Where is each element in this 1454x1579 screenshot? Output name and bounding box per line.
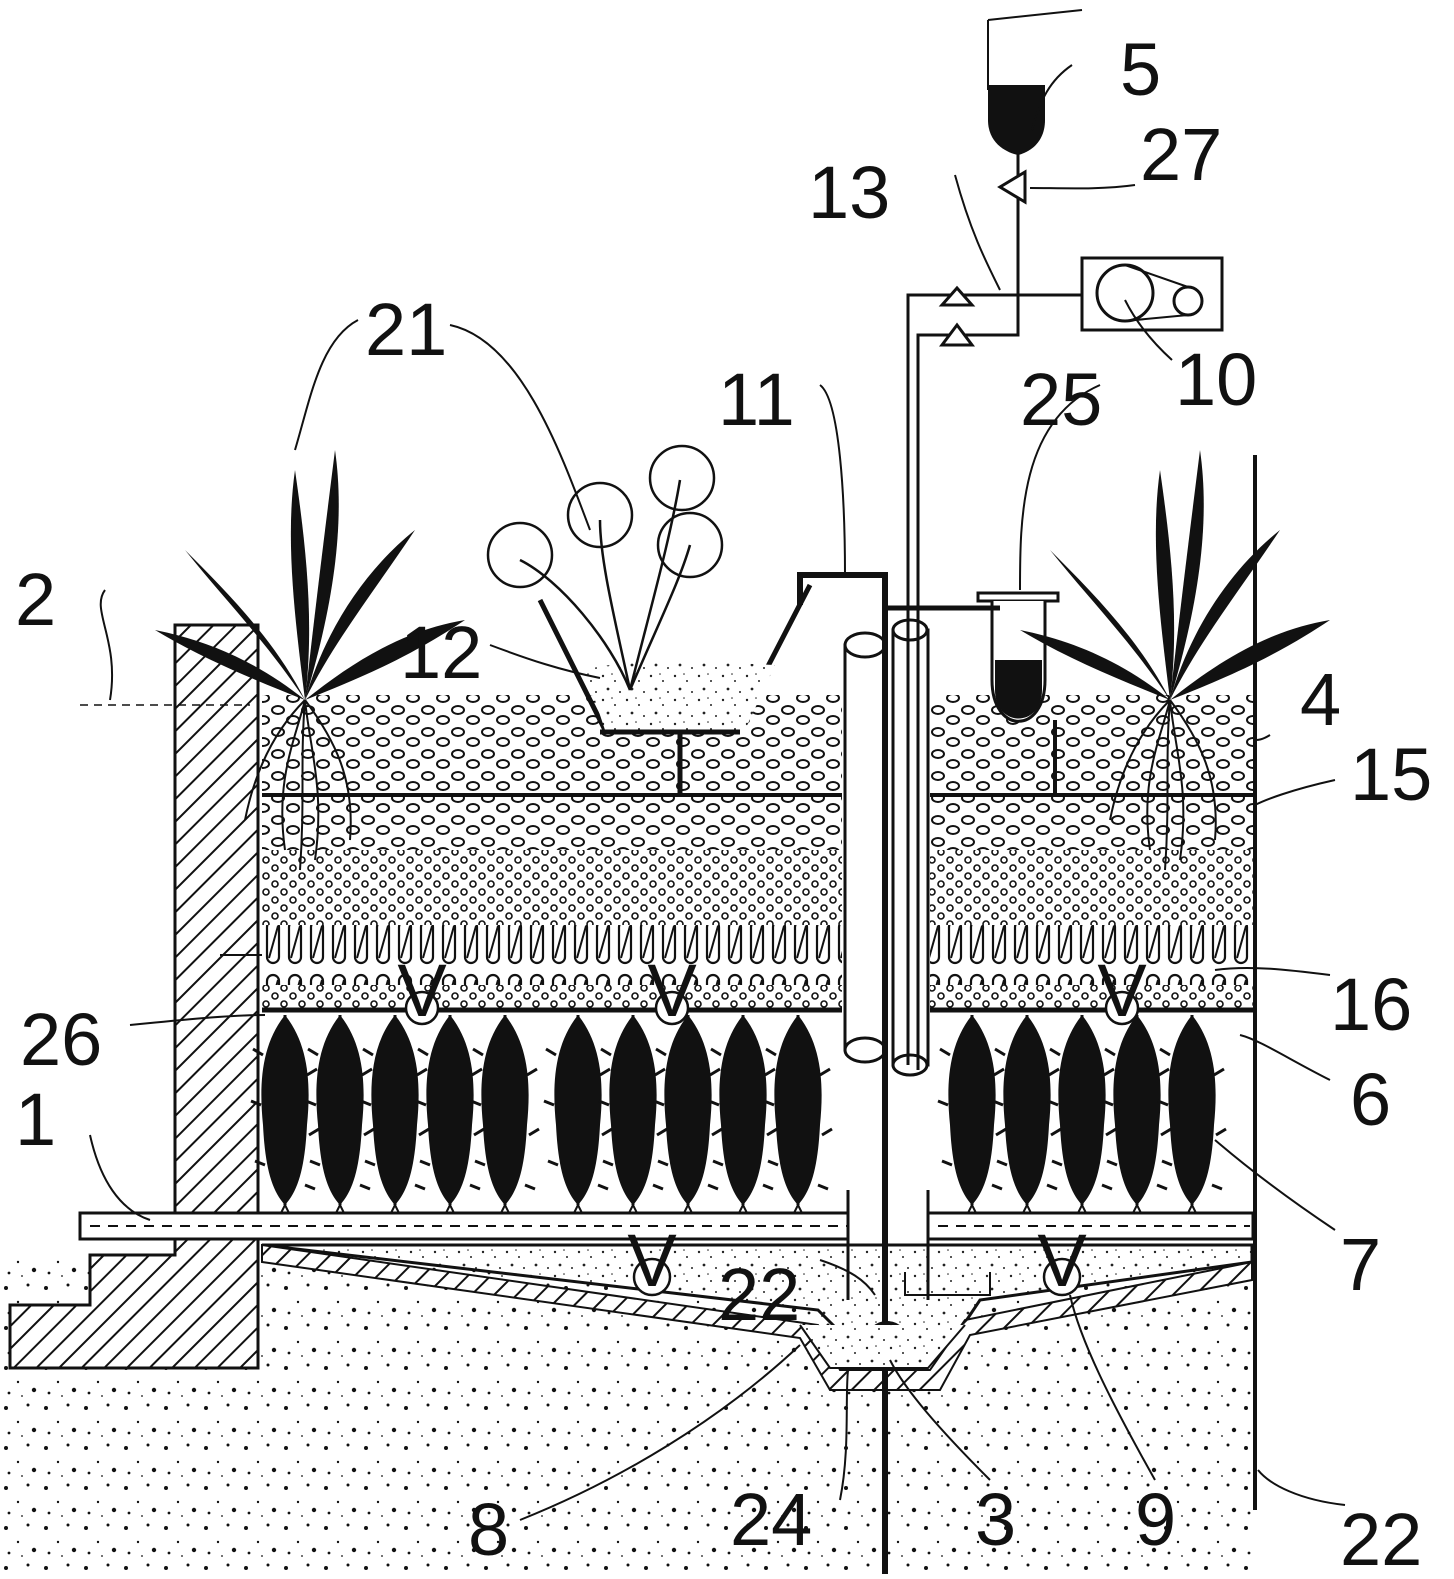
label-27: 27 (1140, 113, 1222, 196)
valves: V V V V V (397, 949, 1147, 1302)
label-6: 6 (1350, 1058, 1391, 1141)
air-tubing (906, 150, 1085, 1070)
riser-pipe (797, 572, 888, 1579)
labels: 1 2 3 4 5 6 7 8 9 10 11 12 13 15 16 21 2… (15, 28, 1432, 1579)
sludge-pit (799, 1324, 966, 1369)
svg-text:V: V (1097, 949, 1147, 1032)
label-22-right: 22 (1340, 1498, 1422, 1574)
label-24: 24 (730, 1478, 812, 1561)
label-3: 3 (975, 1478, 1016, 1561)
label-16: 16 (1330, 963, 1412, 1046)
label-2: 2 (15, 558, 56, 641)
label-4: 4 (1300, 658, 1341, 741)
leader-lines (89, 64, 1346, 1521)
impermeable-liner (261, 1243, 1253, 1391)
valve-lower-right: V (1037, 1219, 1087, 1302)
label-11: 11 (718, 358, 795, 441)
label-22-center: 22 (718, 1253, 800, 1336)
label-13: 13 (808, 151, 890, 234)
label-8: 8 (468, 1488, 509, 1571)
svg-text:V: V (1037, 1219, 1087, 1302)
label-7: 7 (1340, 1223, 1381, 1306)
support-layer-left (262, 985, 842, 1010)
submerged-plants (249, 1013, 1228, 1219)
svg-text:V: V (647, 949, 697, 1032)
label-10: 10 (1175, 338, 1257, 421)
air-blower (1080, 256, 1224, 332)
feed-funnel (987, 9, 1083, 205)
dosing-bottle (885, 591, 1060, 795)
valve-lower-left: V (627, 1219, 677, 1302)
valve-upper-3: V (1097, 949, 1147, 1032)
svg-text:V: V (397, 949, 447, 1032)
retaining-wall (8, 623, 260, 1370)
label-5: 5 (1120, 28, 1161, 111)
label-15: 15 (1350, 733, 1432, 816)
label-9: 9 (1135, 1478, 1176, 1561)
svg-text:V: V (627, 1219, 677, 1302)
valve-upper-1: V (397, 949, 447, 1032)
filler-media-left (262, 925, 842, 985)
emergent-plants (155, 444, 1330, 871)
label-25: 25 (1020, 358, 1102, 441)
fine-gravel-right (930, 850, 1253, 925)
label-21: 21 (365, 288, 447, 371)
support-layer-right (930, 985, 1253, 1010)
label-12: 12 (400, 611, 482, 694)
central-riser (843, 618, 930, 1077)
filler-media-right (930, 925, 1253, 985)
label-1: 1 (15, 1078, 56, 1161)
valve-upper-2: V (647, 949, 697, 1032)
label-26: 26 (20, 998, 102, 1081)
fine-gravel-left (262, 850, 842, 925)
